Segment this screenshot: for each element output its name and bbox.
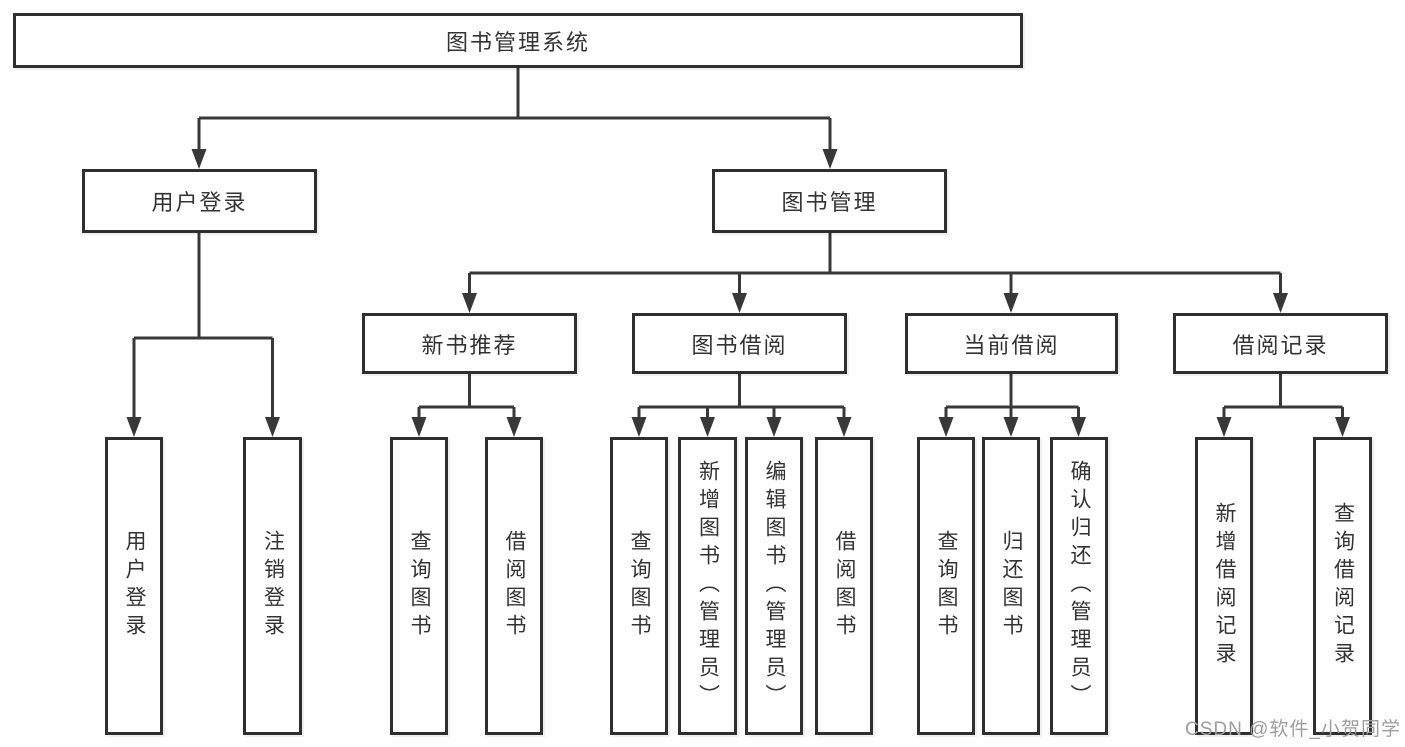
leaf-br-query: 查询借阅记录 (1313, 437, 1372, 735)
leaf-bb-edit: 编辑图书（管理员） (745, 437, 803, 735)
arrow-down-icon (191, 149, 207, 169)
node-current-borrow-label: 当前借阅 (963, 332, 1060, 358)
leaf-bb-borrow-label: 借阅图书 (833, 530, 856, 642)
leaf-rec-query: 查询图书 (390, 437, 448, 735)
leaf-br-add-label: 新增借阅记录 (1213, 502, 1236, 670)
watermark: CSDN @软件_小贺同学 (1185, 719, 1401, 740)
leaf-cb-return: 归还图书 (982, 437, 1040, 735)
leaf-rec-borrow: 借阅图书 (485, 437, 543, 735)
arrow-down-icon (1003, 417, 1019, 437)
node-new-book-rec: 新书推荐 (362, 313, 577, 374)
arrow-down-icon (766, 417, 782, 437)
node-user-login: 用户登录 (82, 169, 317, 233)
node-book-mgmt-label: 图书管理 (781, 190, 878, 215)
arrow-down-icon (631, 417, 647, 437)
arrow-down-icon (506, 417, 522, 437)
leaf-br-add: 新增借阅记录 (1195, 437, 1253, 735)
arrow-down-icon (1216, 417, 1232, 437)
leaf-logout: 注销登录 (243, 437, 302, 735)
leaf-cb-confirm-label: 确认归还（管理员） (1068, 460, 1091, 712)
arrow-down-icon (1003, 293, 1019, 313)
node-new-book-rec-label: 新书推荐 (421, 332, 518, 358)
node-current-borrow: 当前借阅 (905, 313, 1118, 374)
arrow-down-icon (1273, 293, 1288, 313)
leaf-rec-query-label: 查询图书 (408, 530, 431, 642)
connector-paths (132, 68, 1344, 418)
leaf-rec-borrow-label: 借阅图书 (503, 530, 526, 642)
leaf-cb-query: 查询图书 (917, 437, 975, 735)
node-book-mgmt: 图书管理 (712, 169, 947, 233)
leaf-bb-query-label: 查询图书 (628, 530, 651, 642)
arrow-down-icon (1335, 417, 1350, 437)
leaf-logout-label: 注销登录 (261, 530, 285, 642)
leaf-bb-add-label: 新增图书（管理员） (696, 460, 720, 712)
leaf-br-query-label: 查询借阅记录 (1331, 502, 1355, 670)
node-borrow-records-label: 借阅记录 (1232, 332, 1329, 358)
leaf-user-login: 用户登录 (105, 437, 163, 735)
arrow-down-icon (265, 417, 280, 437)
leaf-bb-borrow: 借阅图书 (815, 437, 873, 735)
node-borrow-records: 借阅记录 (1173, 313, 1388, 374)
arrow-down-icon (938, 417, 954, 437)
node-book-borrow-label: 图书借阅 (691, 332, 788, 358)
arrow-down-icon (462, 293, 477, 313)
leaf-cb-query-label: 查询图书 (935, 530, 958, 642)
node-book-borrow: 图书借阅 (632, 313, 847, 374)
leaf-user-login-label: 用户登录 (123, 530, 146, 642)
node-user-login-label: 用户登录 (151, 190, 248, 215)
arrow-down-icon (700, 417, 715, 437)
node-root-label: 图书管理系统 (445, 29, 590, 55)
node-root: 图书管理系统 (13, 13, 1023, 68)
arrow-down-icon (411, 417, 427, 437)
leaf-bb-query: 查询图书 (610, 437, 668, 735)
leaf-bb-edit-label: 编辑图书（管理员） (763, 460, 786, 712)
arrowheads (126, 149, 1350, 437)
arrow-down-icon (732, 293, 747, 313)
leaf-cb-return-label: 归还图书 (1000, 530, 1023, 642)
arrow-down-icon (836, 417, 852, 437)
leaf-cb-confirm: 确认归还（管理员） (1050, 437, 1108, 735)
arrow-down-icon (126, 417, 142, 437)
arrow-down-icon (1071, 417, 1086, 437)
leaf-bb-add: 新增图书（管理员） (678, 437, 737, 735)
arrow-down-icon (822, 149, 838, 169)
